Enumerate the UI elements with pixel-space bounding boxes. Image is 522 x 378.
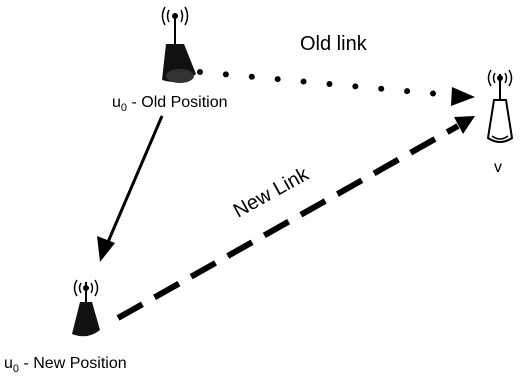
u0-new-subscript: 0 — [13, 363, 19, 375]
antenna-old-position-icon — [161, 6, 196, 83]
move-arrow-line — [106, 115, 164, 243]
new-link-arrowhead — [454, 116, 475, 134]
u0-old-position-label: u0 - Old Position — [112, 94, 228, 114]
v-label: v — [494, 159, 502, 176]
u0-new-prefix: u — [4, 355, 13, 372]
u0-new-position-label: u0 - New Position — [4, 355, 127, 375]
u0-old-subscript: 0 — [121, 102, 127, 114]
antenna-v-icon — [486, 69, 514, 143]
u0-old-suffix: - Old Position — [127, 94, 227, 111]
u0-old-prefix: u — [112, 94, 121, 111]
new-link-line — [116, 123, 460, 321]
move-arrowhead — [97, 236, 115, 262]
old-link-label: Old link — [300, 33, 368, 55]
old-link-arrowhead — [451, 87, 475, 106]
u0-new-suffix: - New Position — [19, 355, 127, 372]
antenna-new-position-icon — [72, 279, 100, 337]
old-link-line — [197, 69, 463, 99]
